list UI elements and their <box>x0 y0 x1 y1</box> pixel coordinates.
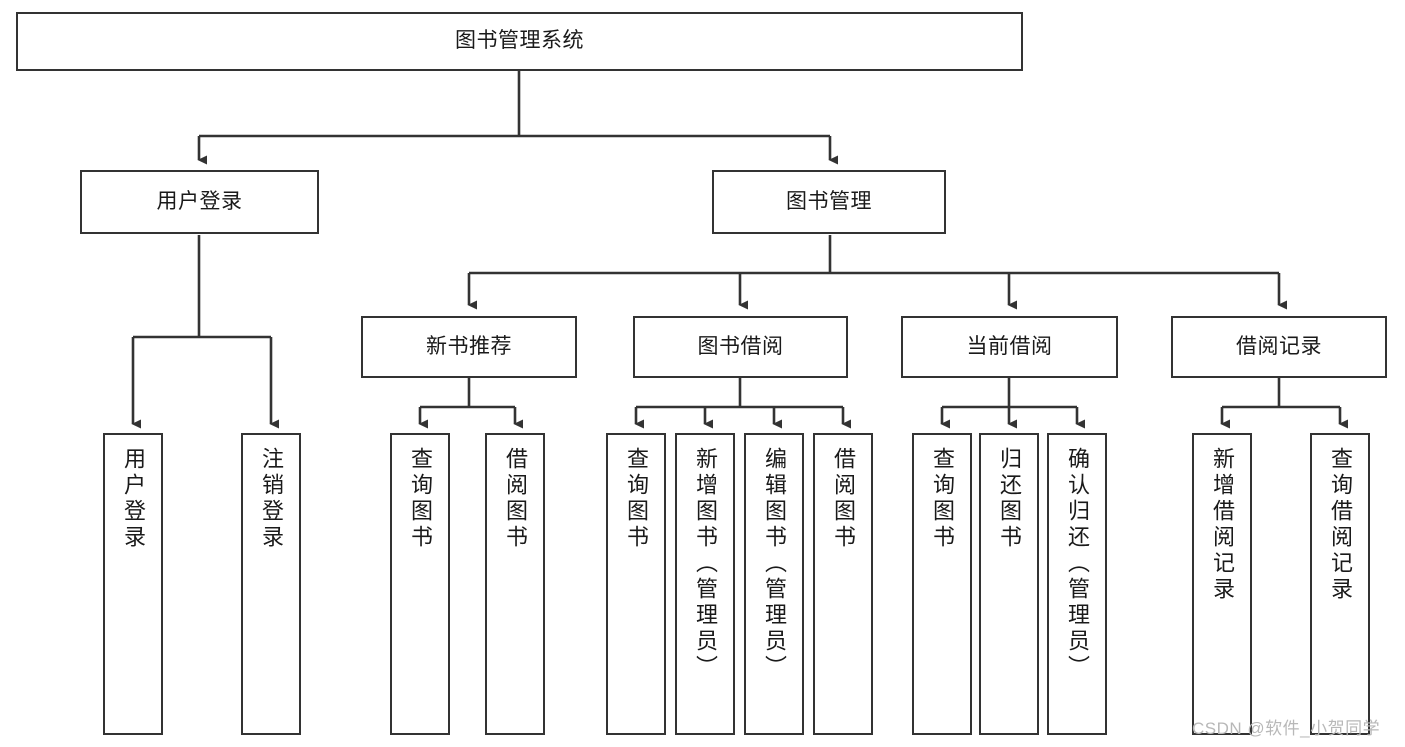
node-label: 确认归还（管理员） <box>1065 447 1090 681</box>
leaf-new-book-query-book[interactable]: 查询图书 <box>390 433 450 735</box>
leaf-current-borrow-confirm-return[interactable]: 确认归还（管理员） <box>1047 433 1107 735</box>
node-root-system[interactable]: 图书管理系统 <box>16 12 1023 71</box>
node-label: 借阅记录 <box>1236 334 1322 358</box>
node-label: 图书管理 <box>786 189 872 213</box>
node-label: 注销登录 <box>259 447 284 551</box>
node-label: 查询图书 <box>624 447 649 551</box>
node-label: 用户登录 <box>121 447 146 551</box>
node-new-book-recommend[interactable]: 新书推荐 <box>361 316 577 378</box>
leaf-book-borrow-borrow-book[interactable]: 借阅图书 <box>813 433 873 735</box>
node-label: 查询图书 <box>408 447 433 551</box>
leaf-user-login-logout[interactable]: 注销登录 <box>241 433 301 735</box>
node-current-borrow[interactable]: 当前借阅 <box>901 316 1118 378</box>
node-borrow-record[interactable]: 借阅记录 <box>1171 316 1387 378</box>
leaf-book-borrow-add-book[interactable]: 新增图书（管理员） <box>675 433 735 735</box>
node-label: 当前借阅 <box>966 334 1053 358</box>
node-user-login[interactable]: 用户登录 <box>80 170 319 234</box>
node-label: 归还图书 <box>997 447 1022 551</box>
leaf-book-borrow-edit-book[interactable]: 编辑图书（管理员） <box>744 433 804 735</box>
node-label: 新增借阅记录 <box>1210 447 1235 603</box>
leaf-user-login-login[interactable]: 用户登录 <box>103 433 163 735</box>
leaf-new-book-borrow-book[interactable]: 借阅图书 <box>485 433 545 735</box>
leaf-book-borrow-query-book[interactable]: 查询图书 <box>606 433 666 735</box>
leaf-borrow-record-add-record[interactable]: 新增借阅记录 <box>1192 433 1252 735</box>
node-label: 图书管理系统 <box>455 29 584 53</box>
node-label: 新增图书（管理员） <box>693 447 718 681</box>
node-label: 查询借阅记录 <box>1328 447 1353 603</box>
leaf-current-borrow-return-book[interactable]: 归还图书 <box>979 433 1039 735</box>
node-label: 新书推荐 <box>426 334 512 358</box>
node-label: 图书借阅 <box>697 334 784 358</box>
node-book-borrow[interactable]: 图书借阅 <box>633 316 848 378</box>
node-label: 借阅图书 <box>831 447 856 551</box>
node-label: 查询图书 <box>930 447 955 551</box>
node-label: 借阅图书 <box>503 447 528 551</box>
node-book-management[interactable]: 图书管理 <box>712 170 946 234</box>
node-label: 用户登录 <box>156 189 243 213</box>
csdn-watermark: CSDN @软件_小贺同学 <box>1192 719 1381 738</box>
leaf-current-borrow-query-book[interactable]: 查询图书 <box>912 433 972 735</box>
leaf-borrow-record-query-record[interactable]: 查询借阅记录 <box>1310 433 1370 735</box>
node-label: 编辑图书（管理员） <box>762 447 787 681</box>
